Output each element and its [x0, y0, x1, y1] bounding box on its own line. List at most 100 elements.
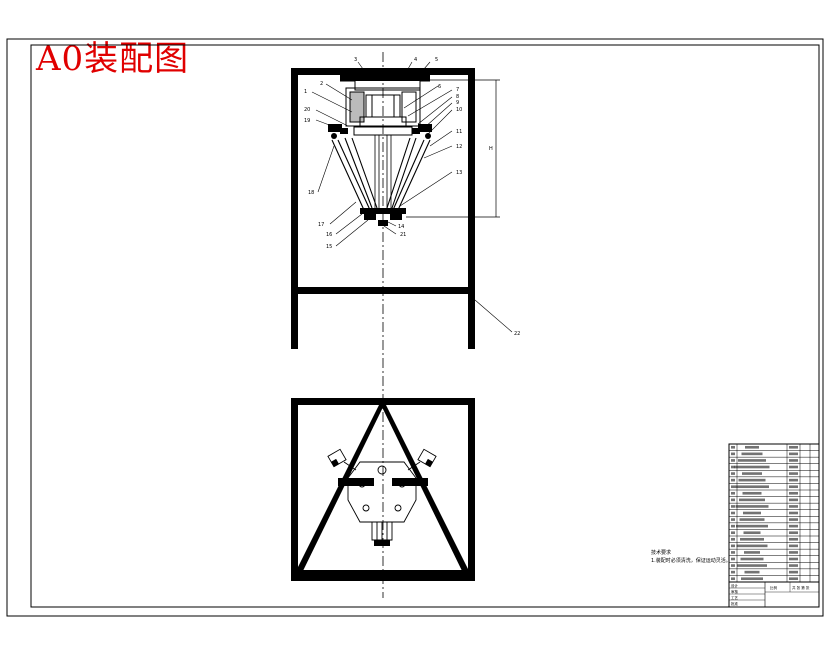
part-number: 14: [398, 224, 404, 230]
title-block-cell-text: [741, 452, 763, 456]
title-block-label: 工艺: [731, 595, 739, 600]
title-block-cell-text: [736, 524, 768, 528]
title-block-cell-text: [789, 452, 798, 456]
title-block-cell-text: [739, 498, 765, 502]
title-block-cell-text: [744, 551, 760, 554]
title-block-cell-text: [731, 518, 735, 521]
part-number: 18: [308, 190, 314, 196]
title-block-cell-text: [731, 577, 735, 581]
title-block-cell-text: [736, 544, 768, 548]
title-block-cell-text: [789, 478, 798, 482]
part-number: 6: [438, 84, 441, 90]
title-block-cell-text: [789, 445, 798, 449]
telescopic-shaft: [374, 135, 392, 212]
title-block-cell-text: [731, 537, 735, 541]
leader-lines: [311, 61, 513, 333]
title-block-cell-text: [731, 524, 735, 528]
title-block-cell-text: [789, 544, 798, 548]
top-view-frame: [291, 398, 475, 581]
title-block-cell-text: [731, 551, 735, 554]
part-number: 2: [320, 81, 323, 87]
top-platform: [347, 461, 417, 541]
title-block-cell-text: [731, 485, 735, 489]
title-block-cell-text: [739, 518, 765, 521]
part-number: 10: [456, 107, 462, 113]
technical-notes: 技术要求 1.装配时必须清洗，保证运动灵活。: [651, 549, 731, 564]
part-number: 17: [318, 222, 324, 228]
parallel-arms: [331, 137, 431, 211]
title-block-cell-text: [789, 570, 798, 574]
title-block-cell-text: [789, 564, 798, 567]
title-block-cell-text: [735, 485, 769, 489]
height-dimension: [400, 79, 500, 218]
title-block-cell-text: [789, 518, 798, 521]
triangle-brace: [293, 403, 472, 577]
title-block-cell-text: [731, 472, 735, 475]
title-block-cell-text: [789, 524, 798, 528]
front-view: H 3 4: [291, 57, 520, 349]
title-block-cell-text: [789, 498, 798, 502]
notes-line: 1.装配时必须清洗，保证运动灵活。: [651, 557, 731, 564]
title-block-cell-text: [735, 505, 769, 508]
title-block-cell-text: [741, 577, 763, 581]
part-number: 9: [456, 100, 459, 106]
title-block-cell-text: [743, 531, 761, 535]
part-number: 5: [435, 57, 438, 63]
part-number: 13: [456, 170, 462, 176]
moving-platform: [360, 208, 406, 226]
title-block-cell-text: [731, 498, 735, 502]
title-block-cell-text: [789, 551, 798, 554]
title-block-cell-text: [745, 445, 759, 449]
title-block-cell-text: [789, 557, 798, 561]
drawing-title: A0装配图: [36, 39, 190, 79]
title-block-cell-text: [731, 511, 735, 515]
title-block-scale: 比例: [770, 585, 778, 590]
title-block-cell-text: [731, 531, 735, 535]
dimension-label: H: [489, 146, 493, 152]
part-number: 7: [456, 87, 459, 93]
sheet-inner-border: [30, 44, 820, 608]
title-block-label: 批准: [731, 601, 739, 606]
title-block-cell-text: [731, 570, 735, 574]
support-frame: [291, 68, 475, 349]
notes-heading: 技术要求: [651, 549, 671, 556]
part-number: 4: [414, 57, 417, 63]
part-number: 8: [456, 94, 459, 100]
title-block-cell-text: [738, 459, 766, 462]
title-block-cell-text: [744, 570, 760, 574]
title-block-cell-text: [789, 577, 798, 581]
mounting-plate: [340, 75, 430, 81]
part-number: 16: [326, 232, 332, 238]
title-block-cell-text: [743, 511, 761, 515]
part-number: 21: [400, 232, 406, 238]
title-block-cell-text: [731, 544, 735, 548]
title-block-cell-text: [789, 505, 798, 508]
part-number: 22: [514, 331, 520, 337]
title-block-cell-text: [731, 452, 735, 456]
title-block-sheet: 共 张 第 张: [792, 585, 810, 590]
part-number: 20: [304, 107, 310, 113]
title-block-cell-text: [740, 537, 764, 541]
sheet-outer-border: [6, 38, 824, 617]
title-block-cell-text: [789, 537, 798, 541]
title-block-cell-text: [740, 557, 764, 561]
title-block-cell-text: [731, 478, 735, 482]
part-numbers: 3 4 5 2 1 20 19 6 7 8 9 10 11 12 13 18 1…: [304, 57, 520, 337]
part-number: 11: [456, 129, 462, 135]
motor-housing: [345, 87, 421, 136]
title-block-cell-text: [731, 459, 735, 462]
top-view: [291, 398, 475, 581]
title-block-cell-text: [731, 465, 735, 469]
part-number: 15: [326, 244, 332, 250]
part-number: 3: [354, 57, 357, 63]
title-block-cell-text: [742, 491, 762, 495]
title-block-cell-text: [734, 465, 770, 469]
title-block-cell-text: [789, 472, 798, 475]
title-block-cell-text: [789, 531, 798, 535]
top-brackets: [327, 448, 437, 471]
title-block-label: 设计: [731, 583, 739, 588]
part-number: 1: [304, 89, 307, 95]
title-block-cell-text: [737, 564, 767, 567]
title-block-cell-text: [789, 465, 798, 469]
